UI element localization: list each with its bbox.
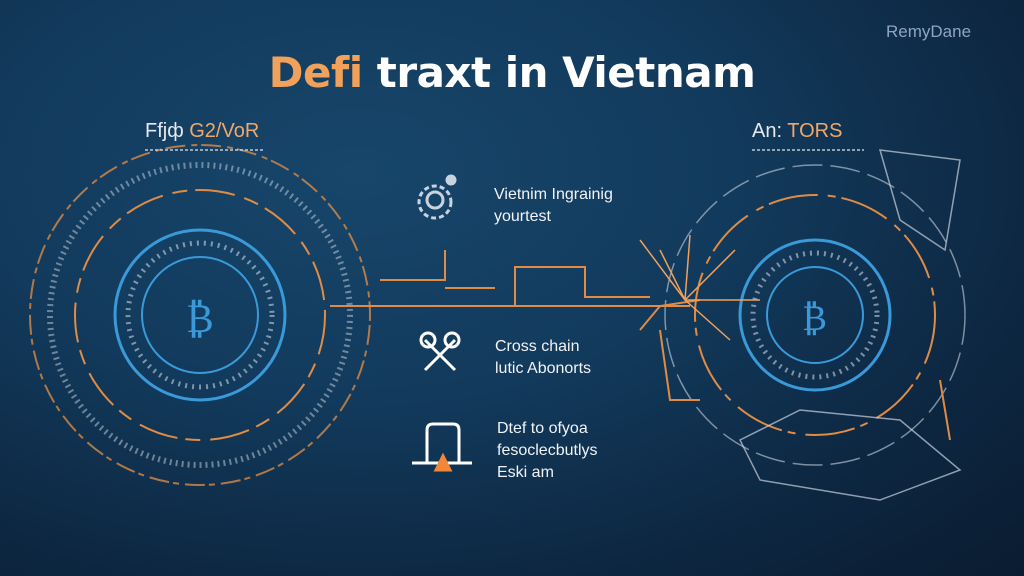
circuit-lines: [330, 250, 951, 441]
divider: [752, 149, 864, 151]
left-section-label: Ffjф G2/VoR: [145, 120, 259, 143]
feature-text: lutic Abonorts: [495, 360, 592, 377]
title-accent: Defi: [268, 48, 364, 97]
right-section-label: An: TORS: [752, 120, 842, 143]
feature-text: yourtest: [494, 208, 551, 225]
right-label-part: An:: [752, 120, 783, 142]
right-label-part: TORS: [787, 120, 843, 142]
starburst: [639, 234, 760, 341]
feature-item: Cross chain lutic Abonorts: [495, 336, 591, 380]
brand-watermark: RemyDane: [886, 22, 972, 41]
bitcoin-icon: ₿: [186, 296, 214, 342]
left-label-part: G2/VoR: [189, 120, 260, 142]
feature-text: Cross chain: [495, 338, 580, 355]
page-title: Defi traxt in Vietnam: [0, 48, 1024, 97]
feature-item: Vietnim Ingrainig yourtest: [494, 184, 613, 228]
feature-text: Vietnim Ingrainig: [494, 186, 613, 203]
feature-text: Eski am: [497, 464, 554, 481]
gateway-icon: [412, 422, 472, 472]
feature-text: Dtef to ofyoa: [497, 420, 588, 437]
divider: [145, 149, 265, 151]
left-label-part: Ffjф: [145, 120, 184, 142]
right-circuit-dial: ₿: [664, 149, 966, 501]
left-circuit-dial: ₿: [29, 144, 371, 486]
gear-bulb-icon: [417, 174, 457, 220]
cross-chain-icon: [419, 331, 461, 372]
feature-item: Dtef to ofyoa fesoclecbutlys Eski am: [497, 418, 598, 484]
title-rest: traxt in Vietnam: [362, 48, 756, 97]
feature-text: fesoclecbutlys: [497, 442, 598, 459]
bitcoin-icon: ₿: [802, 298, 827, 339]
